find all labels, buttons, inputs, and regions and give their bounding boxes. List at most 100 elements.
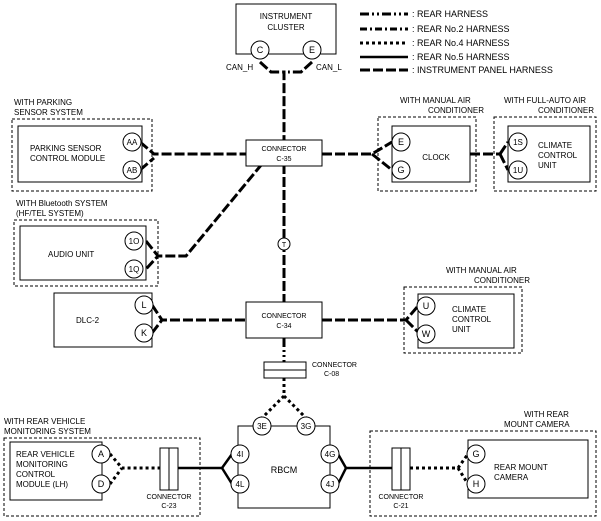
rear-monitor-group-label-2: MONITORING SYSTEM	[4, 427, 91, 436]
rear-monitor-group: WITH REAR VEHICLE MONITORING SYSTEM REAR…	[3, 417, 201, 517]
rear-camera-group: WITH REAR MOUNT CAMERA REAR MOUNT CAMERA…	[369, 410, 597, 517]
rbcm-pin-4g-label: 4G	[325, 450, 336, 459]
rear-camera-pin-g-label: G	[472, 449, 479, 459]
pin-ab	[122, 160, 142, 180]
parking-group-label-1: WITH PARKING	[14, 98, 72, 107]
climate-manual-pin-w-label: W	[422, 329, 431, 339]
instrument-cluster: INSTRUMENT CLUSTER C E CAN_H CAN_L	[226, 3, 342, 72]
pin-c	[250, 40, 270, 60]
pin-aa	[122, 132, 142, 152]
connector-c34-box	[245, 301, 323, 339]
clock-pin-g	[391, 160, 411, 180]
connector-c08: CONNECTOR C-08	[263, 361, 357, 379]
wire-climate-w	[404, 318, 420, 334]
climate-manual-title-1: CLIMATE	[452, 305, 486, 314]
climate-auto-group-border	[493, 116, 597, 192]
parking-sensor-module-box	[17, 125, 143, 183]
wire-can-h	[258, 60, 286, 140]
dlc-pin-k	[134, 323, 154, 343]
rbcm-pin-4i-label: 4I	[237, 450, 244, 459]
rear-monitor-title-1: REAR VEHICLE	[16, 450, 75, 459]
wire-c08-3e	[260, 378, 286, 420]
wire-c08-3g	[282, 394, 308, 420]
rbcm-pin-3g-label: 3G	[301, 422, 312, 431]
wire-audio-pins	[144, 240, 160, 271]
dlc-title: DLC-2	[76, 316, 100, 325]
audio-pin-1o	[124, 231, 144, 251]
wire-4g-c21	[336, 453, 392, 470]
rear-camera-title-1: REAR MOUNT	[494, 463, 548, 472]
audio-group-label-1: WITH Bluetooth SYSTEM	[16, 199, 108, 208]
climate-pin-1u-label: 1U	[513, 166, 523, 175]
wire-dlc-k	[150, 319, 164, 334]
climate-manual-pin-u	[416, 296, 436, 316]
wire-climate-1s	[498, 141, 510, 155]
twist-marker-label: T	[282, 242, 287, 249]
clock-pin-g-label: G	[397, 165, 404, 175]
wire-audio	[158, 163, 264, 258]
connector-c34: CONNECTOR C-34	[245, 301, 323, 339]
wire-clock-g	[371, 152, 393, 172]
dlc-pin-l-label: L	[141, 300, 146, 310]
rbcm-pin-4i	[230, 444, 250, 464]
rear-monitor-title-4: MODULE (LH)	[16, 480, 68, 489]
connector-c23-title: CONNECTOR	[147, 494, 192, 501]
clock-group-border	[377, 116, 477, 192]
climate-auto-group-label-1: WITH FULL-AUTO AIR	[504, 96, 586, 105]
legend-label-rear5: : REAR No.5 HARNESS	[412, 52, 510, 62]
climate-auto-title-3: UNIT	[538, 161, 557, 170]
dlc-pin-l	[134, 295, 154, 315]
rear-monitor-title-3: CONTROL	[16, 470, 56, 479]
rbcm-pin-4g	[320, 444, 340, 464]
climate-manual-title-3: UNIT	[452, 325, 471, 334]
dlc-group: DLC-2 L K	[53, 292, 154, 348]
rear-monitor-pin-a	[91, 444, 111, 464]
wire-c21-camera-h	[456, 467, 470, 485]
audio-group-border	[13, 219, 159, 287]
pin-ab-label: AB	[127, 166, 138, 175]
connector-c08-code: C-08	[324, 371, 339, 378]
climate-pin-1s-label: 1S	[513, 138, 523, 147]
pin-e-label: E	[309, 45, 315, 55]
wire-dlc-l	[150, 304, 246, 322]
parking-group-label-2: SENSOR SYSTEM	[14, 108, 83, 117]
twist-marker-circle	[277, 237, 291, 251]
rbcm-pin-4l	[230, 474, 250, 494]
wire-c23-4l	[220, 467, 234, 485]
legend-label-ip: : INSTRUMENT PANEL HARNESS	[412, 65, 553, 75]
climate-manual-group-border	[403, 286, 523, 354]
clock-group: WITH MANUAL AIR CONDITIONER CLOCK E G	[377, 96, 484, 192]
wire-c23-4i	[178, 453, 234, 470]
audio-group-label-2: (HF/TEL SYSTEM)	[16, 209, 84, 218]
connector-c21-code: C-21	[393, 503, 408, 510]
instrument-cluster-title-1: INSTRUMENT	[260, 12, 313, 21]
legend: : REAR HARNESS : REAR No.2 HARNESS : REA…	[360, 9, 553, 75]
rear-monitor-pin-a-label: A	[98, 449, 104, 459]
climate-manual-pin-u-label: U	[423, 301, 430, 311]
pin-e	[302, 40, 322, 60]
clock-pin-e-label: E	[398, 137, 404, 147]
rear-monitor-group-label-1: WITH REAR VEHICLE	[4, 417, 85, 426]
audio-pin-1q	[124, 259, 144, 279]
parking-group-border	[11, 118, 153, 192]
audio-group: WITH Bluetooth SYSTEM (HF/TEL SYSTEM) AU…	[13, 199, 159, 287]
connector-c34-code: C-34	[276, 323, 291, 330]
climate-manual-group-label-1: WITH MANUAL AIR	[446, 266, 517, 275]
climate-manual-group: WITH MANUAL AIR CONDITIONER CLIMATE CONT…	[403, 266, 530, 354]
wire-clock-e	[322, 140, 393, 156]
rear-camera-pin-h-label: H	[473, 479, 480, 489]
pin-aa-label: AA	[127, 138, 138, 147]
rear-monitor-pin-d-label: D	[98, 479, 105, 489]
rear-camera-group-label-2: MOUNT CAMERA	[504, 420, 570, 429]
audio-pin-1q-label: 1Q	[129, 265, 140, 274]
pin-c-label: C	[257, 45, 264, 55]
connector-c35-code: C-35	[276, 156, 291, 163]
rbcm-title: RBCM	[271, 465, 298, 475]
connector-c35-box	[245, 139, 323, 167]
connector-c35: CONNECTOR C-35	[245, 139, 323, 167]
rbcm-pin-3e	[252, 416, 272, 436]
climate-manual-group-label-2: CONDITIONER	[474, 276, 530, 285]
legend-label-rear2: : REAR No.2 HARNESS	[412, 24, 510, 34]
instrument-cluster-title-2: CLUSTER	[267, 23, 305, 32]
connector-c21-title: CONNECTOR	[379, 494, 424, 501]
